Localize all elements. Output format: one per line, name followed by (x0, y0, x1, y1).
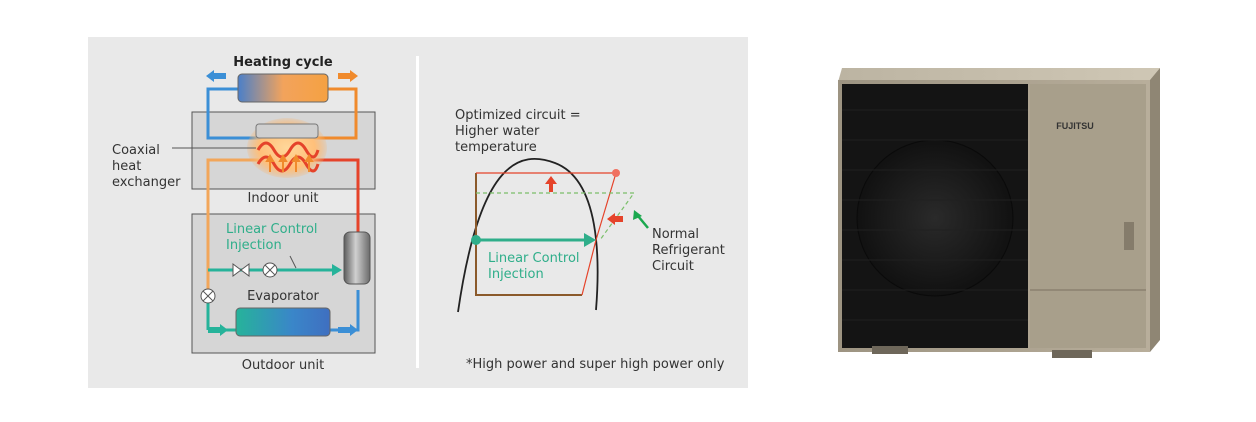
normal-cycle (476, 192, 636, 241)
arrow-injection (332, 264, 342, 276)
product-outdoor-unit: FUJITSU (838, 68, 1160, 358)
valve-right (240, 263, 250, 277)
ph-graph: Optimized circuit = Higher water tempera… (455, 108, 725, 372)
normal-label-2: Refrigerant (652, 243, 725, 258)
heat-up-arrows (265, 154, 314, 172)
panel-divider (416, 56, 419, 368)
evaporator (235, 307, 331, 337)
heating-cycle-label: Heating cycle (233, 55, 333, 70)
cycle-brown-frame (475, 173, 582, 296)
graph-title-1: Optimized circuit = (455, 108, 581, 123)
footnote: *High power and super high power only (466, 357, 725, 372)
up-arrow (545, 176, 557, 192)
optimized-point (612, 169, 620, 177)
linear-label-2: Injection (226, 238, 282, 253)
injection-leader (289, 255, 297, 269)
unit-side (1150, 68, 1160, 352)
graph-linear-label-1: Linear Control (488, 251, 580, 266)
foot-left (872, 346, 908, 354)
foot-right (1052, 350, 1092, 358)
grille-lines (842, 109, 1028, 321)
brand-logo: FUJITSU (1056, 121, 1094, 131)
outdoor-unit-label: Outdoor unit (242, 358, 324, 373)
indoor-unit-label: Indoor unit (248, 191, 319, 206)
linear-label-1: Linear Control (226, 222, 318, 237)
pipe-blue-top (206, 87, 286, 140)
normal-pointer-head (633, 210, 642, 220)
circuit-diagram: Heating cycle Coaxial heat exchanger Ind… (112, 55, 376, 373)
injection-arrowhead (584, 233, 596, 247)
coaxial-label-2: heat (112, 159, 141, 174)
valve-left (232, 263, 242, 277)
heating-radiator (237, 73, 329, 103)
normal-pointer-line (637, 215, 649, 229)
graph-linear-label-2: Injection (488, 267, 544, 282)
unit-top (838, 68, 1160, 82)
coaxial-label-1: Coaxial (112, 143, 160, 158)
graph-title-3: temperature (455, 140, 537, 155)
saturation-dome (457, 158, 599, 313)
graph-title-2: Higher water (455, 124, 540, 139)
arrow-blue-bottom (338, 324, 358, 336)
evaporator-label: Evaporator (247, 289, 319, 304)
service-panel (1030, 84, 1146, 348)
normal-label-1: Normal (652, 227, 699, 242)
compressor (343, 231, 371, 285)
fan-circle (856, 139, 1014, 297)
left-arrow (607, 213, 623, 225)
normal-label-3: Circuit (652, 259, 694, 274)
coil-wave-1 (256, 141, 320, 159)
side-handle (1124, 222, 1134, 250)
arrow-orange-left-top (338, 70, 358, 82)
coaxial-label-3: exchanger (112, 175, 181, 190)
injection-start-point (471, 235, 481, 245)
coaxial-top (255, 123, 319, 139)
arrow-green-bottom (208, 324, 228, 336)
arrow-blue-left-top (206, 70, 226, 82)
optimized-cycle (476, 172, 617, 296)
